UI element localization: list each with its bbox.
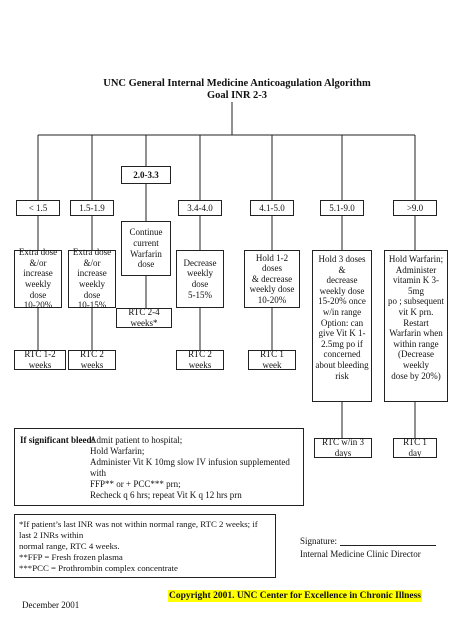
range-box-3-4-4-0: 3.4-4.0 [178, 200, 222, 216]
action-box-5-1-9-0: Hold 3 doses & decrease weekly dose 15-2… [312, 250, 372, 402]
rtc-box-5-1-9-0: RTC w/in 3 days [314, 437, 372, 458]
range-box-lt-1-5: < 1.5 [16, 200, 60, 216]
rtc-box-gt-9-0: RTC 1 day [393, 437, 437, 458]
rtc-box-continue: RTC 2-4 weeks* [116, 307, 172, 328]
signature-line [340, 545, 436, 546]
rtc-box-lt-1-5: RTC 1-2 weeks [14, 349, 66, 370]
signature-role: Internal Medicine Clinic Director [300, 549, 421, 559]
page-title: UNC General Internal Medicine Anticoagul… [103, 78, 371, 89]
significant-bleed-box: If significant bleed: Admit patient to h… [14, 428, 304, 506]
range-box-gt-9-0: >9.0 [393, 200, 437, 216]
action-box-gt-9-0: Hold Warfarin; Administer vitamin K 3-5m… [384, 250, 448, 402]
rtc-box-3-4-4-0: RTC 2 weeks [176, 349, 224, 370]
significant-bleed-instructions: Admit patient to hospital; Hold Warfarin… [90, 435, 290, 500]
action-box-continue: Continue current Warfarin dose [121, 221, 171, 276]
action-box-3-4-4-0: Decrease weekly dose 5-15% [176, 250, 224, 308]
range-box-5-1-9-0: 5.1-9.0 [320, 200, 364, 216]
action-box-4-1-5-0: Hold 1-2 doses & decrease weekly dose 10… [244, 250, 300, 308]
footnote-box: *If patient’s last INR was not within no… [14, 514, 276, 578]
action-box-1-5-1-9: Extra dose &/or increase weekly dose 10-… [68, 247, 116, 310]
document-date: December 2001 [22, 600, 80, 610]
action-box-lt-1-5: Extra dose &/or increase weekly dose 10-… [14, 247, 62, 310]
signature-label: Signature: [300, 536, 337, 546]
page-subtitle: Goal INR 2-3 [206, 90, 268, 101]
copyright-notice: Copyright 2001. UNC Center for Excellenc… [168, 590, 423, 602]
range-box-1-5-1-9: 1.5-1.9 [70, 200, 114, 216]
rtc-box-4-1-5-0: RTC 1 week [248, 349, 296, 370]
significant-bleed-label: If significant bleed: [20, 435, 95, 445]
target-inr-box: 2.0-3.3 [121, 166, 171, 184]
rtc-box-1-5-1-9: RTC 2 weeks [68, 349, 116, 370]
range-box-4-1-5-0: 4.1-5.0 [250, 200, 294, 216]
